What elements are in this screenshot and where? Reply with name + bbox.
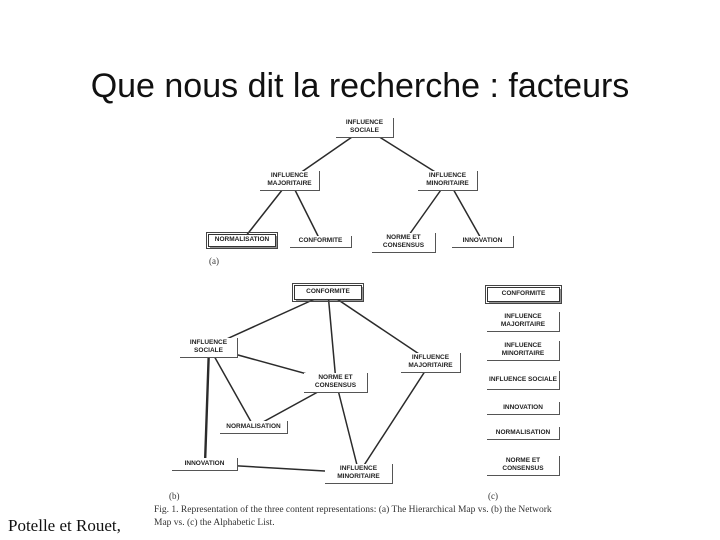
slide-title: Que nous dit la recherche : facteurs [90, 66, 630, 105]
list-c-normalisation: NORMALISATION [487, 427, 560, 440]
node-a-influence-sociale: INFLUENCE SOCIALE [336, 118, 394, 138]
connector-lines [203, 127, 484, 474]
node-a-conformite: CONFORMITE [290, 236, 352, 248]
panel-a-label: (a) [209, 256, 219, 266]
figure-caption-line1: Fig. 1. Representation of the three cont… [154, 505, 552, 515]
node-b-conformite: CONFORMITE [292, 283, 364, 302]
node-b-innovation: INNOVATION [172, 458, 238, 471]
figure-caption: Fig. 1. Representation of the three cont… [154, 504, 578, 529]
list-c-norme-et-consensus: NORME ET CONSENSUS [487, 456, 560, 476]
node-a-normalisation: NORMALISATION [206, 232, 278, 249]
figure-caption-line2: Map vs. (c) the Alphabetic List. [154, 517, 275, 528]
node-a-norme-et-consensus: NORME ET CONSENSUS [372, 233, 436, 253]
credit-text: Potelle et Rouet, [8, 516, 121, 535]
list-c-influence-minoritaire: INFLUENCE MINORITAIRE [487, 341, 560, 361]
node-a-influence-majoritaire: INFLUENCE MAJORITAIRE [260, 171, 320, 191]
node-b-influence-minoritaire: INFLUENCE MINORITAIRE [325, 464, 393, 484]
panel-b-label: (b) [169, 491, 180, 501]
list-c-influence-sociale: INFLUENCE SOCIALE [487, 371, 560, 390]
node-a-innovation: INNOVATION [452, 236, 514, 248]
list-c-innovation: INNOVATION [487, 402, 560, 415]
node-b-norme-et-consensus: NORME ET CONSENSUS [304, 373, 368, 393]
node-b-normalisation: NORMALISATION [220, 421, 288, 434]
list-c-influence-majoritaire: INFLUENCE MAJORITAIRE [487, 312, 560, 332]
figure-1: INFLUENCE SOCIALE INFLUENCE MAJORITAIRE … [150, 110, 570, 510]
list-c-conformite: CONFORMITE [485, 285, 562, 304]
panel-c-label: (c) [488, 491, 498, 501]
node-b-influence-sociale: INFLUENCE SOCIALE [180, 338, 238, 358]
node-b-influence-majoritaire: INFLUENCE MAJORITAIRE [401, 353, 461, 373]
node-a-influence-minoritaire: INFLUENCE MINORITAIRE [418, 171, 478, 191]
